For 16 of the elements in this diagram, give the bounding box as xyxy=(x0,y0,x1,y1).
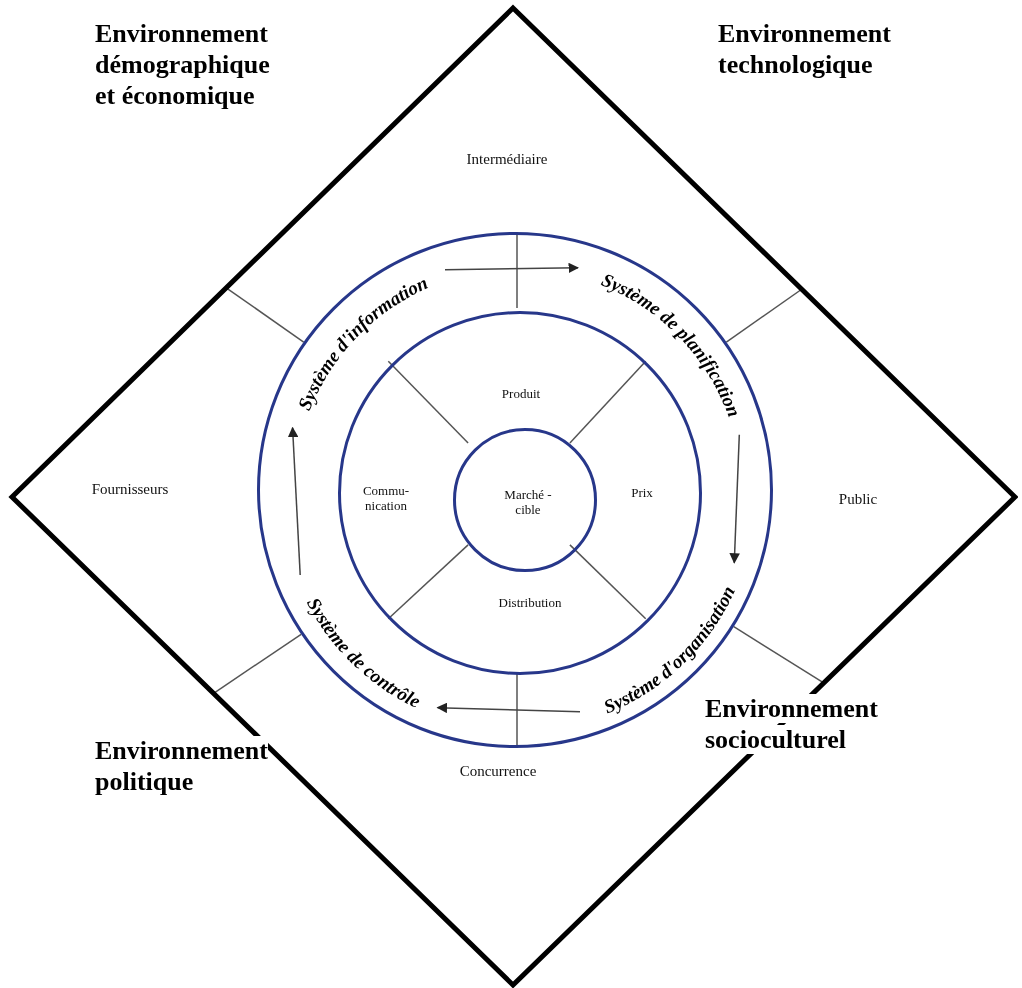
arrow xyxy=(436,702,581,714)
stakeholder-label: Intermédiaire xyxy=(465,151,549,169)
stakeholder-label: Fournisseurs xyxy=(90,481,170,499)
arrow xyxy=(729,434,741,564)
arrow xyxy=(444,262,580,274)
environment-label: Environnement socioculturel xyxy=(705,693,879,756)
mix-label: Commu- nication xyxy=(361,484,411,514)
stakeholder-label: Concurrence xyxy=(458,763,538,781)
environment-label: Environnement politique xyxy=(95,735,269,798)
target-circle xyxy=(453,428,597,572)
mix-label: Distribution xyxy=(497,595,563,611)
mix-label: Produit xyxy=(500,386,542,402)
stakeholder-label: Public xyxy=(837,491,879,509)
arrow xyxy=(287,426,301,576)
mix-label: Prix xyxy=(630,485,654,501)
target-label: Marché - cible xyxy=(503,488,553,518)
